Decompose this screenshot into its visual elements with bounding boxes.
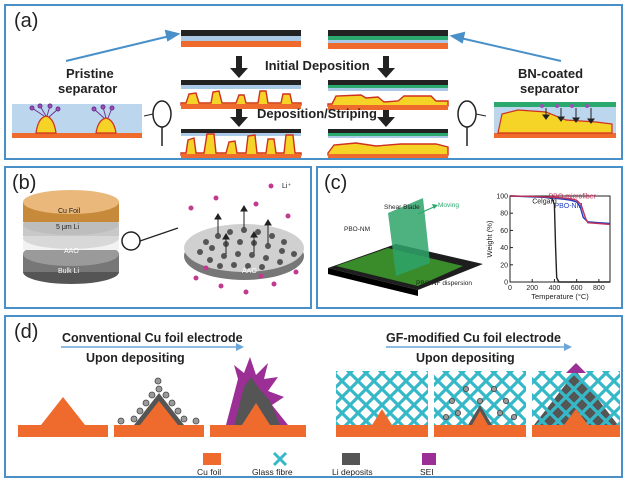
bn-coated-separator-label-line2: separator <box>520 81 580 96</box>
x-tick-label: 800 <box>593 285 605 292</box>
pristine-cell-mid <box>180 80 302 109</box>
aao-label: AAO <box>64 248 79 255</box>
panel-b-diagram <box>23 183 304 295</box>
panel-c: (c) Shear Blade Moving PBO-NM PBO-NF dis… <box>316 166 623 309</box>
pristine-cell-bottom <box>180 129 302 158</box>
y-axis-label: Weight (%) <box>486 220 494 257</box>
legend-sei-label: SEI <box>420 467 434 477</box>
aao-disc-label: AAO <box>242 268 257 275</box>
cu-foil-label: Cu Foil <box>58 208 81 215</box>
legend-li-label: Li deposits <box>332 467 373 477</box>
x-tick-label: 200 <box>526 285 538 292</box>
bulk-li-label: Bulk Li <box>58 268 80 275</box>
panel-a: (a) <box>4 4 623 160</box>
pbo-nf-dispersion-label: PBO-NF dispersion <box>416 280 472 287</box>
gf-stage-1 <box>336 371 428 437</box>
li-ions <box>188 183 299 295</box>
legend-cu-label: Cu foil <box>197 467 222 477</box>
li-5um-label: 5 μm Li <box>56 224 80 231</box>
panel-a-diagram <box>12 29 616 158</box>
pristine-separator-label-line1: Pristine <box>66 66 114 81</box>
series-label-0: Celgard <box>532 199 557 206</box>
y-tick-label: 100 <box>496 194 508 201</box>
gf-title: GF-modified Cu foil electrode <box>386 331 562 345</box>
x-tick-label: 400 <box>549 285 561 292</box>
legend-li-swatch <box>342 453 360 465</box>
pristine-cell-top <box>181 30 301 47</box>
bn-cell-top <box>328 30 448 49</box>
upon-depositing-left: Upon depositing <box>86 351 185 365</box>
panel-c-label: (c) <box>324 172 348 194</box>
panel-d-label: (d) <box>14 321 39 343</box>
series-label-1: PBO-NM <box>554 203 582 210</box>
legend-glass-label: Glass fibre <box>252 467 293 477</box>
panel-b: (b) <box>4 166 312 309</box>
aao-disc <box>184 205 304 280</box>
conv-stage-3 <box>210 357 306 437</box>
panel-d-diagram <box>18 343 620 467</box>
arrow-gf <box>386 343 572 351</box>
doctor-blade-diagram <box>328 198 483 296</box>
gf-stage-2 <box>434 371 526 437</box>
conv-stage-1 <box>18 397 108 437</box>
pristine-separator-label-line2: separator <box>58 81 118 96</box>
y-tick-label: 0 <box>504 280 508 287</box>
bn-cell-bottom <box>327 129 449 158</box>
panel-a-label: (a) <box>14 10 39 32</box>
y-tick-label: 20 <box>500 262 508 269</box>
y-tick-label: 60 <box>500 228 508 235</box>
electrode-stack <box>23 190 119 284</box>
pbo-nm-label: PBO-NM <box>344 226 370 233</box>
y-tick-label: 80 <box>500 211 508 218</box>
x-tick-label: 0 <box>508 285 512 292</box>
legend-glass-swatch <box>272 451 288 467</box>
magnifier-right <box>457 100 487 146</box>
down-arrows-1 <box>230 56 395 127</box>
upon-depositing-right: Upon depositing <box>416 351 515 365</box>
x-axis-label: Temperature (°C) <box>531 292 589 301</box>
legend-sei-swatch <box>422 453 436 465</box>
arrow-conventional <box>61 343 244 351</box>
series-line-2 <box>509 195 611 226</box>
bn-coated-separator-label-line1: BN-coated <box>518 66 584 81</box>
moving-label: Moving <box>438 202 459 209</box>
y-tick-label: 40 <box>500 245 508 252</box>
x-tick-label: 600 <box>571 285 583 292</box>
magnifier-left <box>143 100 172 146</box>
gf-stage-3 <box>532 363 620 437</box>
bn-cell-mid <box>327 80 449 110</box>
shear-blade-label: Shear Blade <box>384 204 420 211</box>
deposition-striping-label: Deposition/Striping <box>257 106 377 121</box>
zoom-inset-pristine <box>12 103 142 138</box>
zoom-inset-bn <box>494 102 616 138</box>
conventional-title: Conventional Cu foil electrode <box>62 331 243 345</box>
zoom-circle <box>121 231 141 251</box>
panel-b-label: (b) <box>12 172 37 194</box>
legend-cu-swatch <box>203 453 221 465</box>
li-plus-legend: Li⁺ <box>282 183 292 190</box>
conv-stage-2 <box>114 377 204 437</box>
pointer-arrows <box>65 29 562 62</box>
panel-d: (d) Conventional Cu foil electrode Upon … <box>4 315 623 478</box>
initial-deposition-label: Initial Deposition <box>265 58 370 73</box>
series-label-2: PBO microfiber <box>548 194 596 201</box>
